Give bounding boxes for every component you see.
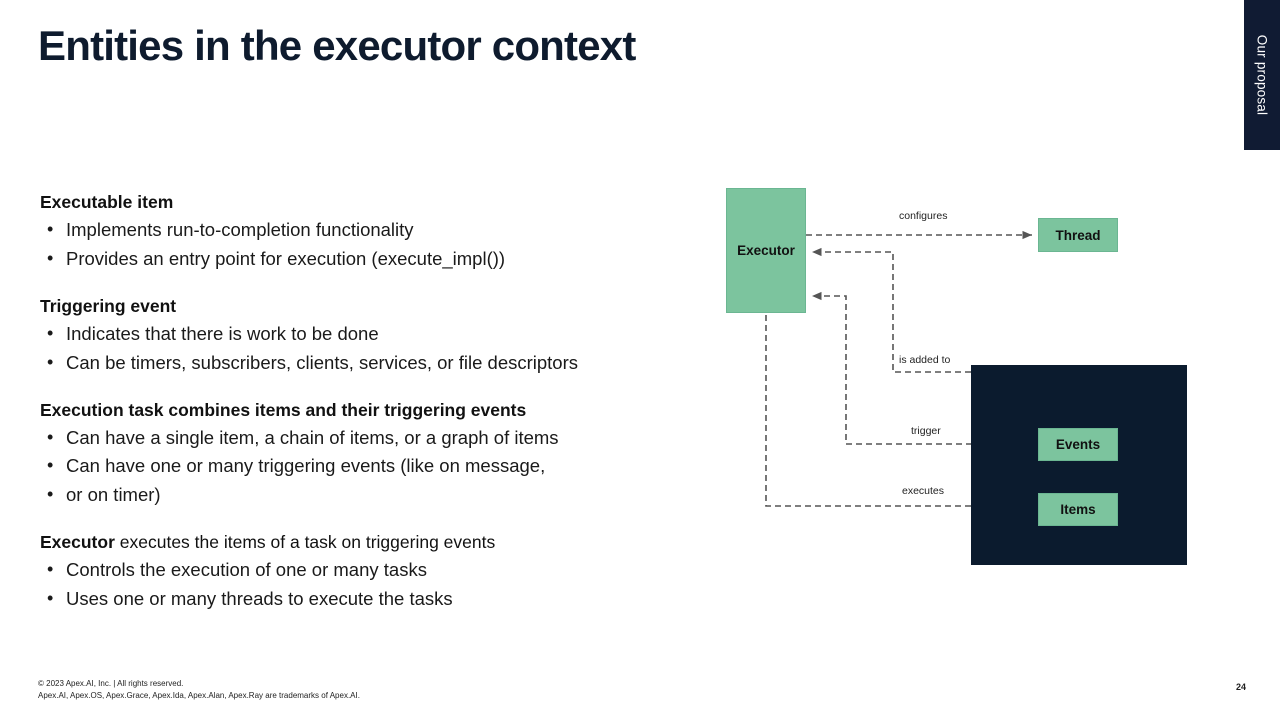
block-heading: Executable item (40, 192, 174, 212)
bullet-item: Indicates that there is work to be done (40, 321, 700, 347)
bullet-item: Implements run-to-completion functionali… (40, 217, 700, 243)
diagram-node-label: Thread (1055, 227, 1101, 243)
executor-context-diagram: Executor Thread Events Items configures … (700, 160, 1240, 600)
bullet-item: Can be timers, subscribers, clients, ser… (40, 350, 700, 376)
edge-label-configures: configures (899, 210, 948, 222)
bullet-item: Provides an entry point for execution (e… (40, 246, 700, 272)
footer-copyright: © 2023 Apex.AI, Inc. | All rights reserv… (38, 679, 184, 688)
diagram-node-items[interactable]: Items (1038, 493, 1118, 526)
footer-trademarks: Apex.AI, Apex.OS, Apex.Grace, Apex.Ida, … (38, 691, 360, 700)
content-block-triggering-event: Triggering event Indicates that there is… (40, 294, 700, 376)
content-block-executable-item: Executable item Implements run-to-comple… (40, 190, 700, 272)
content-block-executor: Executor executes the items of a task on… (40, 530, 700, 612)
diagram-node-label: Executor (737, 243, 795, 258)
diagram-node-label: Items (1060, 502, 1096, 517)
diagram-node-executor[interactable]: Executor (726, 188, 806, 313)
bullet-item: Controls the execution of one or many ta… (40, 557, 700, 583)
content-column: Executable item Implements run-to-comple… (40, 190, 700, 612)
bullet-item: Uses one or many threads to execute the … (40, 586, 700, 612)
edge-executes-path (765, 315, 1032, 511)
diagram-edges (765, 230, 1032, 511)
page-number: 24 (1235, 682, 1246, 692)
bullet-item: or on timer) (40, 482, 700, 508)
content-block-execution-task: Execution task combines items and their … (40, 398, 700, 508)
diagram-task-panel (971, 365, 1187, 565)
page-title: Entities in the executor context (38, 22, 636, 69)
diagram-node-label: Events (1055, 437, 1101, 452)
bullet-item: Can have one or many triggering events (… (40, 453, 700, 479)
bullet-item: Can have a single item, a chain of items… (40, 425, 700, 451)
edge-label-is-added-to: is added to (899, 354, 951, 366)
block-heading-rest: executes the items of a task on triggeri… (114, 531, 496, 552)
footer: © 2023 Apex.AI, Inc. | All rights reserv… (38, 678, 360, 702)
corner-tab-label: Our proposal (1254, 34, 1270, 116)
block-heading: Execution task combines items and their … (40, 399, 527, 420)
edge-label-trigger: trigger (911, 425, 941, 437)
diagram-node-thread[interactable]: Thread (1038, 218, 1118, 252)
edge-trigger-path (812, 291, 1032, 445)
block-heading-bold-prefix: Executor (40, 531, 115, 552)
block-heading: Executor executes the items of a task on… (40, 530, 700, 555)
corner-tab: Our proposal (1244, 0, 1280, 150)
block-heading: Triggering event (40, 295, 177, 316)
diagram-node-events[interactable]: Events (1038, 428, 1118, 461)
edge-label-executes: executes (902, 485, 945, 497)
